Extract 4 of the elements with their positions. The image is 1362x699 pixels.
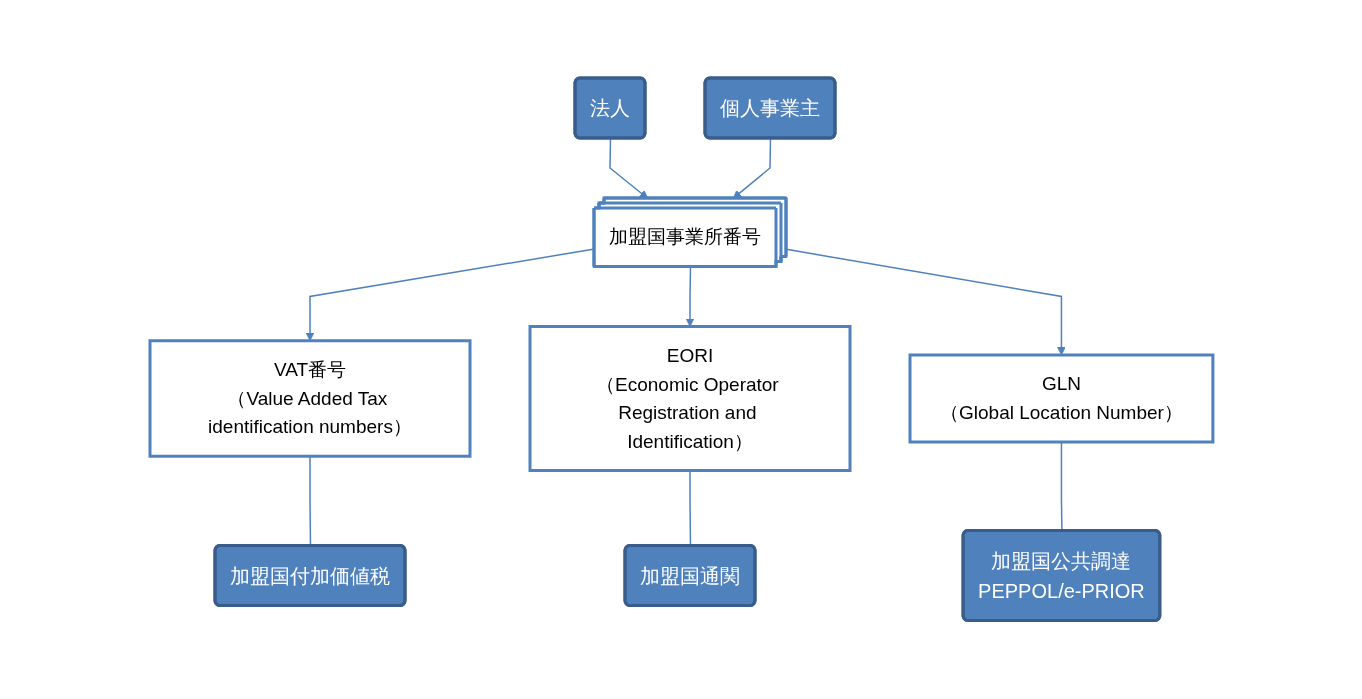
arrow bbox=[785, 248, 1066, 356]
node-box: VAT番号 （Value Added Tax identification numbers） bbox=[148, 339, 472, 458]
node-box: EORI （Economic Operator Registration and Identification） bbox=[528, 325, 852, 473]
node-box: GLN （Global Location Number） bbox=[908, 353, 1214, 444]
